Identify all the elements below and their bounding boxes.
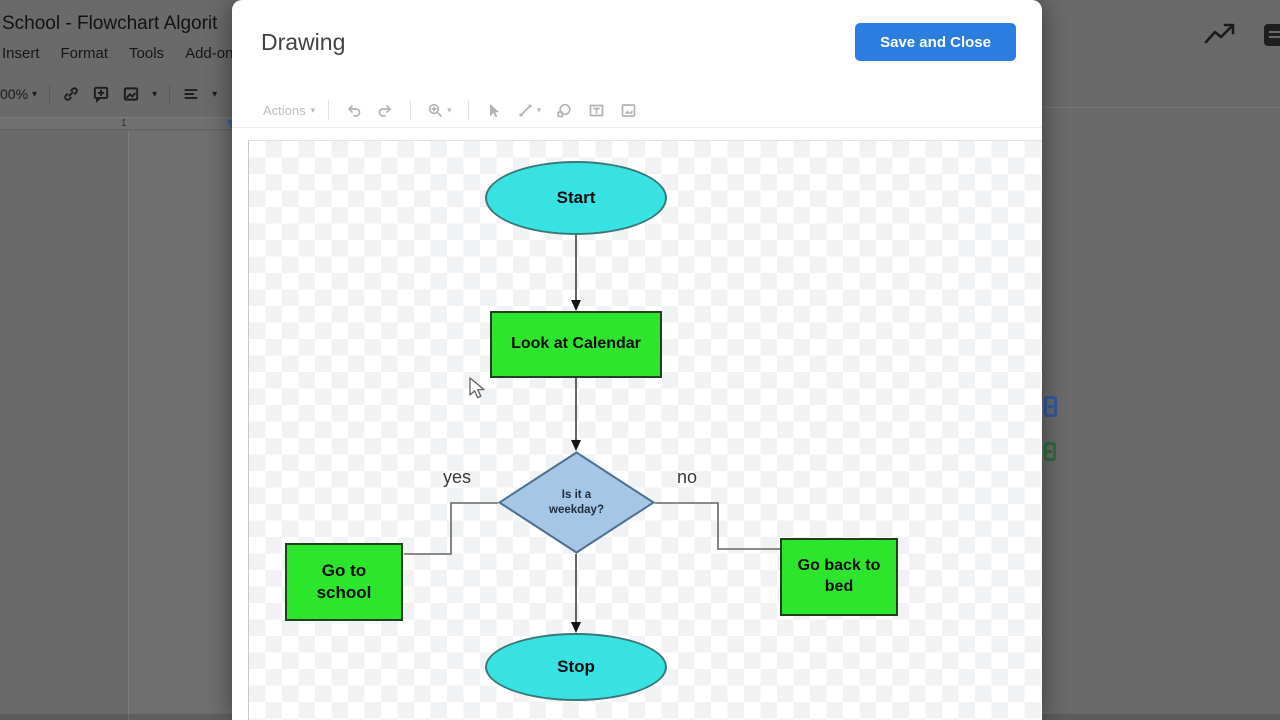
menu-insert[interactable]: Insert	[2, 45, 40, 62]
flowchart-node-look-at-calendar[interactable]: Look at Calendar	[490, 311, 662, 378]
image-icon	[621, 103, 636, 117]
node-label: Look at Calendar	[511, 335, 641, 353]
redo-button[interactable]	[374, 99, 397, 122]
flowchart-connectors	[404, 235, 780, 633]
menu-format[interactable]: Format	[60, 45, 109, 62]
flowchart-node-stop[interactable]: Stop	[485, 633, 667, 701]
toolbar-divider	[410, 100, 412, 120]
docs-side-badge-icon[interactable]	[1044, 396, 1057, 417]
actions-menu[interactable]: Actions ▾	[263, 103, 315, 118]
toolbar-divider	[169, 85, 171, 103]
text-box-tool-button[interactable]	[585, 99, 608, 122]
google-docs-background-left: School - Flowchart Algorit Insert Format…	[0, 0, 232, 720]
node-label: Go to school	[316, 560, 372, 602]
chevron-down-icon: ▾	[447, 104, 452, 115]
node-label: Is it a weekday?	[549, 489, 604, 516]
menu-bar: Insert Format Tools Add-on	[2, 45, 232, 62]
flowchart-node-start[interactable]: Start	[485, 161, 667, 235]
chevron-down-icon: ▾	[32, 88, 38, 100]
drawing-dialog: Drawing Save and Close Actions ▾	[232, 0, 1042, 720]
zoom-tool-button[interactable]: ▾	[424, 99, 455, 122]
insert-link-icon[interactable]	[62, 85, 80, 103]
toolbar-divider	[467, 100, 469, 120]
mouse-cursor	[469, 377, 485, 399]
line-tool-button[interactable]: ▾	[514, 99, 545, 122]
flowchart-node-is-it-a-weekday[interactable]: Is it a weekday?	[498, 451, 655, 554]
explore-trending-icon[interactable]	[1202, 20, 1238, 48]
select-tool-button[interactable]	[482, 99, 505, 122]
flowchart-node-go-to-school[interactable]: Go to school	[285, 543, 403, 621]
google-docs-background-right	[1042, 0, 1280, 720]
zoom-icon	[429, 103, 443, 117]
indent-marker[interactable]	[227, 120, 232, 129]
docs-toolbar: 00% ▾ ▾ ▾	[0, 82, 217, 106]
document-title: School - Flowchart Algorit	[2, 13, 218, 34]
edge-label-yes[interactable]: yes	[443, 467, 472, 487]
drawing-canvas[interactable]: Start Look at Calendar Is it a weekday? …	[248, 140, 1042, 720]
dialog-title: Drawing	[261, 29, 346, 55]
shape-tool-button[interactable]	[553, 99, 576, 122]
menu-addons[interactable]: Add-on	[185, 45, 232, 62]
shape-icon	[557, 103, 571, 117]
diamond-shape	[498, 451, 655, 554]
flowchart-node-go-back-to-bed[interactable]: Go back to bed	[780, 538, 898, 616]
actions-label: Actions	[263, 102, 306, 118]
bottom-shade	[1042, 714, 1280, 720]
redo-icon	[378, 104, 392, 117]
node-label: Start	[556, 188, 596, 207]
save-and-close-button[interactable]: Save and Close	[855, 23, 1016, 61]
undo-icon	[348, 104, 361, 117]
menu-icon[interactable]	[1264, 24, 1280, 46]
align-icon[interactable]	[182, 85, 200, 103]
sheets-side-badge-icon[interactable]	[1044, 442, 1056, 461]
node-label: Stop	[557, 657, 595, 676]
menu-tools[interactable]: Tools	[129, 45, 165, 62]
toolbar-divider	[328, 100, 330, 120]
chevron-down-icon[interactable]: ▾	[212, 88, 218, 100]
add-comment-icon[interactable]	[92, 85, 110, 103]
chevron-down-icon: ▾	[536, 104, 542, 115]
line-icon	[519, 104, 532, 116]
undo-button[interactable]	[342, 99, 365, 122]
drawing-toolbar: Actions ▾ ▾	[232, 93, 1042, 128]
edge-label-no[interactable]: no	[677, 467, 698, 487]
document-page-edge	[128, 131, 232, 720]
node-label: Go back to bed	[797, 557, 881, 595]
image-tool-button[interactable]	[617, 99, 640, 122]
select-arrow-icon	[489, 103, 499, 117]
zoom-select[interactable]: 00% ▾	[0, 86, 37, 102]
bottom-shade	[0, 714, 232, 720]
chevron-down-icon: ▾	[310, 104, 316, 115]
text-box-icon	[589, 104, 604, 116]
zoom-value: 00%	[0, 86, 29, 102]
toolbar-divider	[49, 85, 51, 103]
ruler: 1	[0, 117, 232, 130]
insert-image-icon[interactable]	[122, 85, 140, 103]
ruler-number: 1	[121, 118, 127, 129]
toolbar-boundary-line	[1042, 107, 1280, 108]
chevron-down-icon[interactable]: ▾	[152, 88, 158, 100]
